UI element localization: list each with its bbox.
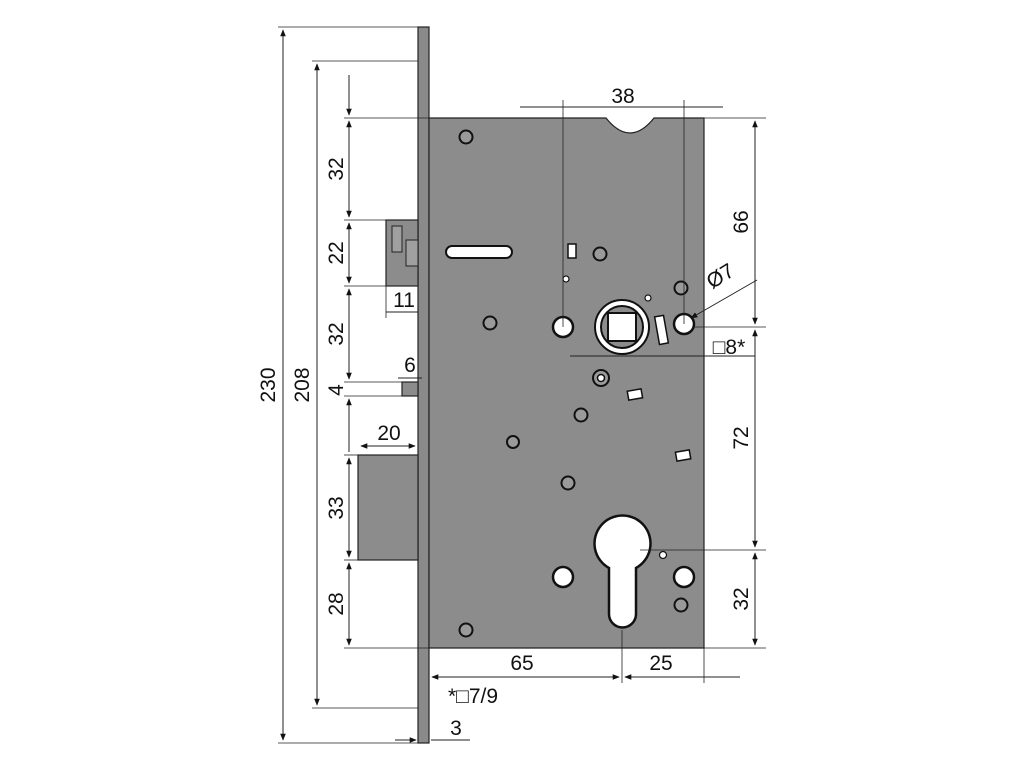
- dim-spindle-to-cylinder: 72: [730, 426, 753, 449]
- dim-spindle-square: □8*: [713, 336, 746, 359]
- latch-bolt: [385, 219, 419, 287]
- small-pin: [674, 448, 692, 463]
- auxiliary-bolt: [401, 381, 419, 397]
- small-pin: [567, 243, 577, 259]
- dead-bolt: [357, 454, 419, 561]
- dim-backset: 65: [510, 652, 533, 675]
- dim-bolt-to-bottom: 28: [325, 592, 348, 615]
- dim-latch-height: 22: [325, 241, 348, 264]
- dim-spindle-span: 38: [611, 85, 634, 108]
- faceplate: [417, 26, 430, 744]
- dim-cylinder-to-edge: 25: [649, 652, 672, 675]
- dim-plate-thickness: 3: [450, 717, 462, 740]
- dim-bolt-height: 33: [325, 496, 348, 519]
- small-pin: [626, 387, 644, 402]
- dim-small-gap: 4: [325, 384, 348, 396]
- dim-total-height: 230: [257, 367, 280, 402]
- dim-latch-to-bolt: 32: [325, 322, 348, 345]
- dim-top-to-spindle: 66: [730, 210, 753, 233]
- dim-latch-depth: 11: [393, 289, 415, 312]
- spindle-hub: [594, 299, 650, 355]
- slot: [445, 245, 513, 259]
- dim-hole-diameter: Ø7: [703, 259, 739, 293]
- fixing-hole: [672, 565, 696, 589]
- fixing-hole: [551, 565, 575, 589]
- dim-aux-width: 6: [404, 354, 416, 377]
- small-pin: [653, 314, 670, 346]
- dim-top-to-latch: 32: [325, 157, 348, 180]
- footnote: *□7/9: [448, 685, 498, 708]
- dim-bolt-throw: 20: [377, 422, 400, 445]
- dim-cylinder-to-bottom: 32: [730, 587, 753, 610]
- dim-plate-height: 208: [291, 367, 314, 402]
- cylinder-hole: [593, 514, 652, 629]
